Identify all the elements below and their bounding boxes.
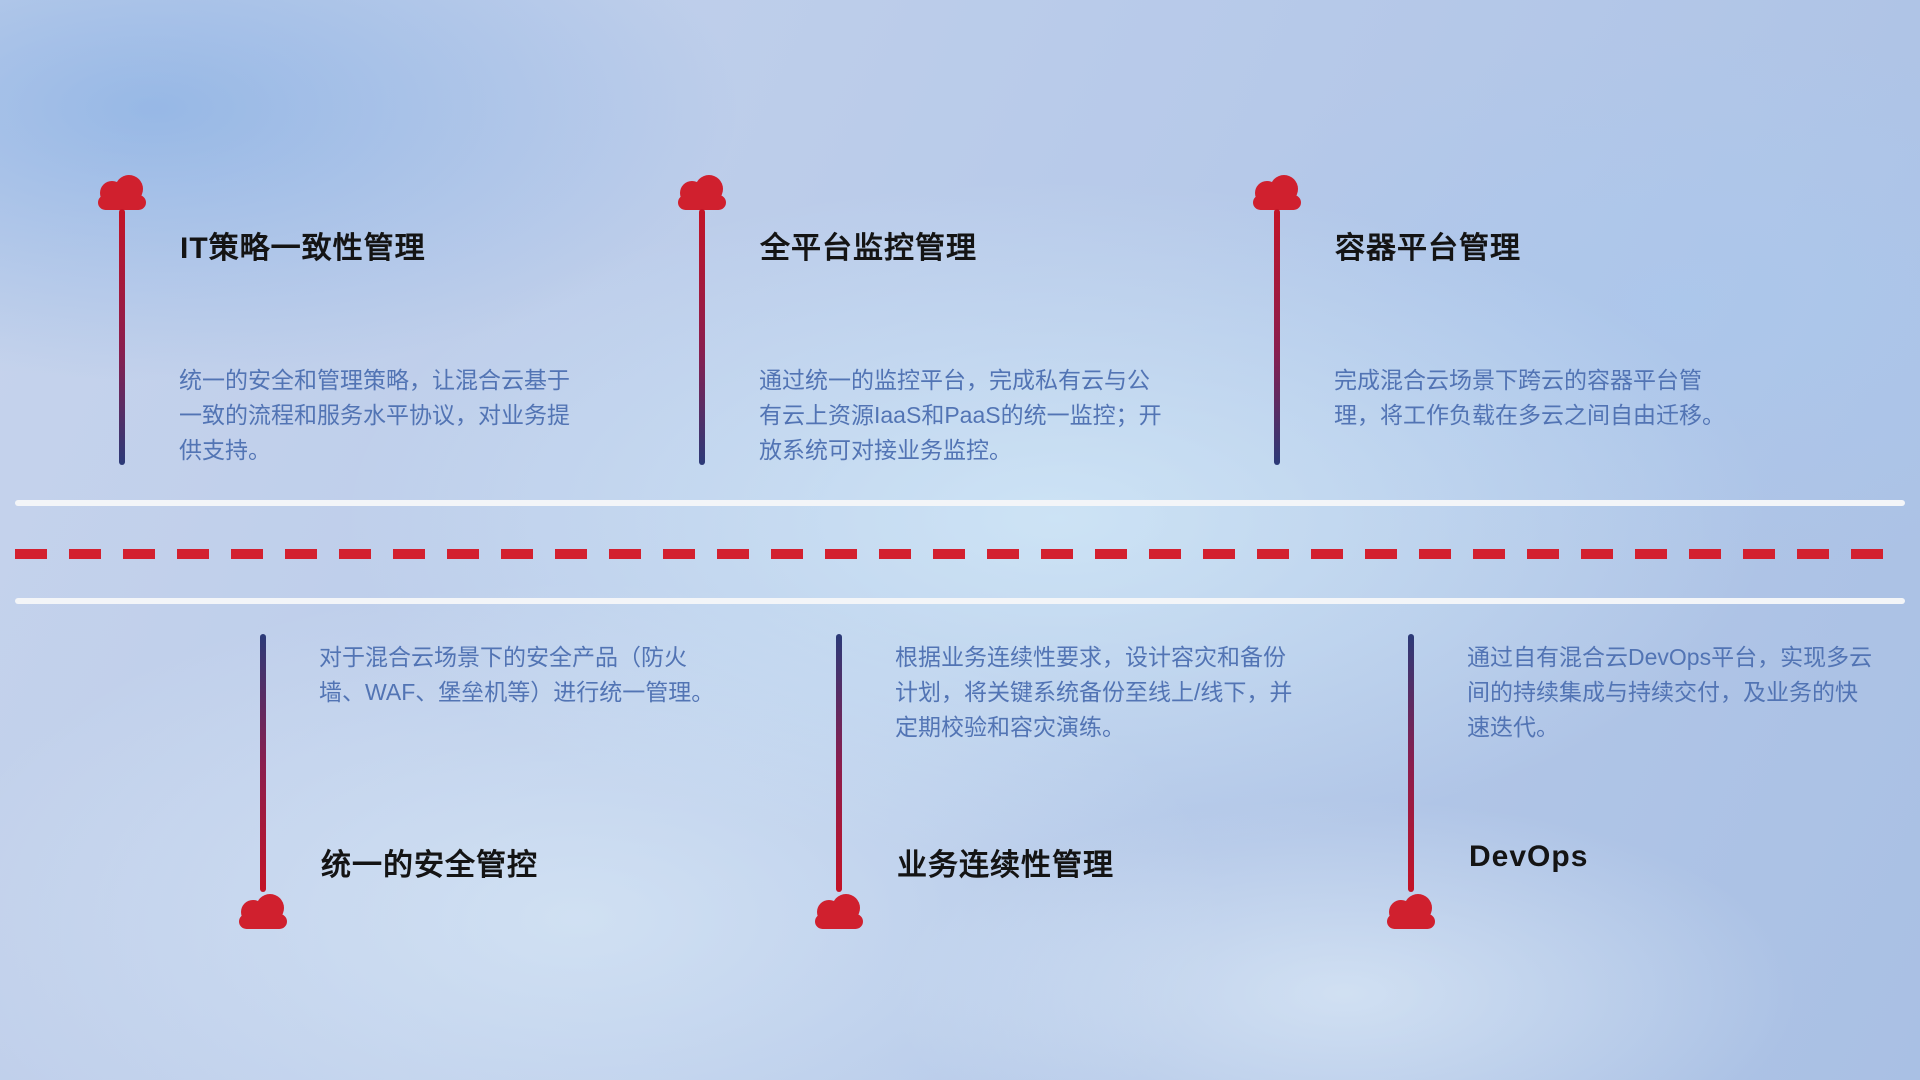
cloud-icon <box>1383 890 1439 930</box>
item-title: DevOps <box>1469 840 1589 873</box>
capability-item-monitoring: 全平台监控管理 通过统一的监控平台，完成私有云与公有云上资源IaaS和PaaS的… <box>672 171 1162 491</box>
item-description: 根据业务连续性要求，设计容灾和备份计划，将关键系统备份至线上/线下，并定期校验和… <box>895 644 1293 740</box>
capability-item-security-control: 对于混合云场景下的安全产品（防火墙、WAF、堡垒机等）进行统一管理。 统一的安全… <box>233 634 714 954</box>
capability-item-business-continuity: 根据业务连续性要求，设计容灾和备份计划，将关键系统备份至线上/线下，并定期校验和… <box>809 634 1292 954</box>
item-title: IT策略一致性管理 <box>180 232 426 265</box>
cloud-icon <box>235 890 291 930</box>
item-description: 通过自有混合云DevOps平台，实现多云间的持续集成与持续交付，及业务的快速迭代… <box>1467 644 1873 740</box>
capability-item-container-platform: 容器平台管理 完成混合云场景下跨云的容器平台管理，将工作负载在多云之间自由迁移。 <box>1247 171 1727 491</box>
road-line-top <box>15 500 1905 506</box>
cloud-icon <box>674 171 730 211</box>
cloud-icon <box>94 171 150 211</box>
capability-item-devops: 通过自有混合云DevOps平台，实现多云间的持续集成与持续交付，及业务的快速迭代… <box>1381 634 1872 954</box>
item-title: 全平台监控管理 <box>760 232 977 265</box>
timeline-connector <box>1274 209 1280 465</box>
road-line-bottom <box>15 598 1905 604</box>
cloud-icon <box>811 890 867 930</box>
item-description: 统一的安全和管理策略，让混合云基于一致的流程和服务水平协议，对业务提供支持。 <box>179 367 570 463</box>
timeline-connector <box>836 634 842 892</box>
timeline-connector <box>119 209 125 465</box>
road-dashed-center-line <box>15 549 1905 559</box>
timeline-connector <box>1408 634 1414 892</box>
item-description: 通过统一的监控平台，完成私有云与公有云上资源IaaS和PaaS的统一监控；开放系… <box>759 367 1162 463</box>
item-title: 容器平台管理 <box>1335 232 1521 265</box>
item-description: 对于混合云场景下的安全产品（防火墙、WAF、堡垒机等）进行统一管理。 <box>319 644 715 705</box>
item-title: 业务连续性管理 <box>897 849 1114 882</box>
item-title: 统一的安全管控 <box>321 849 538 882</box>
capability-item-it-policy: IT策略一致性管理 统一的安全和管理策略，让混合云基于一致的流程和服务水平协议，… <box>92 171 572 491</box>
timeline-connector <box>260 634 266 892</box>
item-description: 完成混合云场景下跨云的容器平台管理，将工作负载在多云之间自由迁移。 <box>1334 367 1725 428</box>
cloud-icon <box>1249 171 1305 211</box>
timeline-connector <box>699 209 705 465</box>
